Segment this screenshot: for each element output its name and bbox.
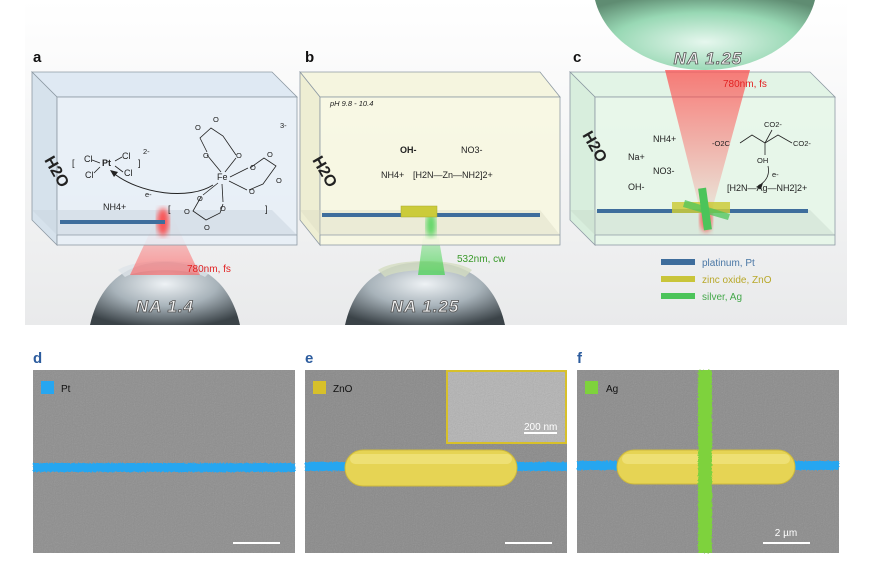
svg-text:Cl: Cl: [124, 168, 133, 178]
legend-label-2: silver, Ag: [702, 292, 742, 303]
box-top-a: [32, 72, 297, 97]
svg-text:O: O: [276, 176, 282, 185]
svg-text:OH: OH: [757, 156, 768, 165]
svg-text:O: O: [267, 150, 273, 159]
zn-complex-b: [H2N—Zn—NH2]2+: [413, 170, 493, 180]
svg-text:O: O: [203, 151, 209, 160]
nh4-label-c: NH4+: [653, 134, 676, 144]
pt-wire-d: [33, 463, 295, 472]
laser-label-a: 780nm, fs: [187, 264, 231, 275]
svg-text:3-: 3-: [280, 121, 287, 130]
no3-label-b: NO3-: [461, 145, 483, 155]
oh-label-c: OH-: [628, 182, 645, 192]
legend-label-1: zinc oxide, ZnO: [702, 275, 772, 286]
electron-label-a: e-: [145, 190, 152, 199]
svg-text:O: O: [204, 223, 210, 232]
svg-text:CO2-: CO2-: [764, 120, 782, 129]
panel-e: e ZnO 200 nm: [305, 350, 567, 553]
svg-text:O: O: [220, 204, 226, 213]
svg-text:]: ]: [138, 158, 141, 168]
svg-text:O: O: [195, 123, 201, 132]
ph-label-b: pH 9.8 - 10.4: [329, 99, 373, 108]
ag-tag-swatch-f: [585, 381, 598, 394]
panel-a-letter: a: [33, 49, 42, 66]
svg-text:O: O: [250, 163, 256, 172]
box-top-b: [300, 72, 560, 97]
ag-complex-c: [H2N—Ag—NH2]2+: [727, 183, 807, 193]
electron-label-c: e-: [772, 170, 779, 179]
inset-scale-label-e: 200 nm: [524, 422, 557, 433]
zno-tag-swatch-e: [313, 381, 326, 394]
no3-label-c: NO3-: [653, 166, 675, 176]
svg-text:Pt: Pt: [102, 158, 111, 168]
panel-d: d Pt: [33, 350, 295, 553]
svg-text:CO2-: CO2-: [793, 139, 811, 148]
panel-f-letter: f: [577, 350, 583, 367]
svg-text:O: O: [249, 187, 255, 196]
svg-text:Cl: Cl: [85, 170, 94, 180]
nh4-label-b: NH4+: [381, 170, 404, 180]
zno-tag-e: ZnO: [333, 384, 353, 395]
na-label-b: NA 1.25: [391, 297, 460, 316]
laser-label-b: 532nm, cw: [457, 254, 506, 265]
svg-text:O: O: [197, 194, 203, 203]
laser-label-c: 780nm, fs: [723, 79, 767, 90]
nh4-label-a: NH4+: [103, 202, 126, 212]
svg-text:Fe: Fe: [217, 172, 228, 182]
svg-text:]: ]: [265, 204, 268, 214]
legend-label-0: platinum, Pt: [702, 258, 755, 269]
pt-tag-swatch-d: [41, 381, 54, 394]
legend-swatch-1: [661, 276, 695, 282]
panel-e-letter: e: [305, 350, 313, 367]
na-ion-label-c: Na+: [628, 152, 645, 162]
na-label-a: NA 1.4: [136, 297, 194, 316]
na-label-c: NA 1.25: [674, 49, 743, 68]
ag-wire-f: [698, 370, 712, 553]
svg-text:O: O: [213, 115, 219, 124]
panel-b-letter: b: [305, 49, 314, 66]
legend-swatch-2: [661, 293, 695, 299]
svg-text:Cl: Cl: [122, 151, 131, 161]
svg-text:2-: 2-: [143, 147, 150, 156]
scale-label-f: 2 µm: [775, 528, 797, 539]
zno-deposit-b: [401, 206, 437, 217]
oh-label-b: OH-: [400, 145, 417, 155]
svg-text:O: O: [236, 151, 242, 160]
ag-tag-f: Ag: [606, 384, 618, 395]
legend-swatch-0: [661, 259, 695, 265]
svg-text:-O2C: -O2C: [712, 139, 731, 148]
panel-f: f Ag 2 µm: [577, 350, 839, 553]
pt-tag-d: Pt: [61, 384, 71, 395]
svg-text:Cl: Cl: [84, 154, 93, 164]
panel-d-letter: d: [33, 350, 42, 367]
panel-c-letter: c: [573, 49, 581, 66]
svg-text:O: O: [184, 207, 190, 216]
